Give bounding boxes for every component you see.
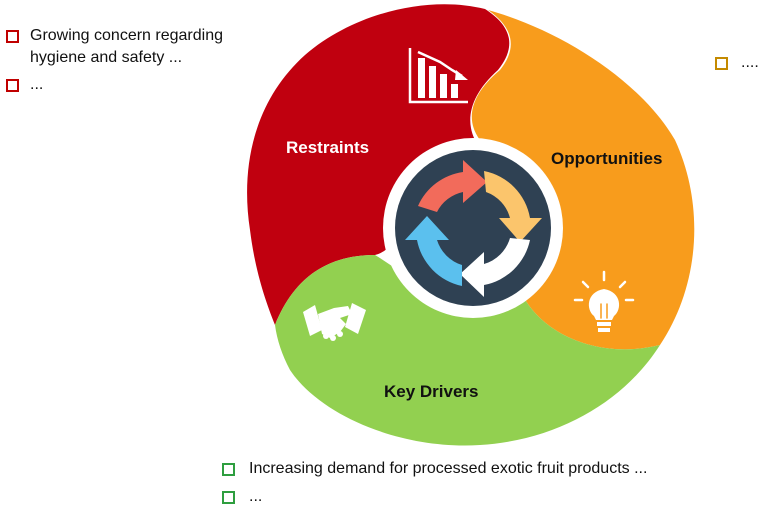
list-item: Increasing demand for processed exotic f… (222, 458, 762, 480)
list-item: ... (6, 74, 256, 96)
restraint-point-text: ... (30, 76, 44, 93)
restraints-label: Restraints (286, 138, 369, 157)
declining-bar-chart-icon (408, 48, 468, 104)
checkbox-bullet-icon (222, 463, 235, 476)
opportunities-label: Opportunities (551, 149, 662, 168)
drivers-bullet-list: Increasing demand for processed exotic f… (222, 458, 762, 514)
opportunity-point-text: .... (741, 54, 759, 71)
checkbox-bullet-icon (6, 30, 19, 43)
cycle-arrows-icon (405, 160, 542, 297)
driver-point-text: Increasing demand for processed exotic f… (249, 460, 648, 477)
drivers-segment (275, 255, 660, 446)
list-item: ... (222, 486, 762, 508)
restraint-point-text: Growing concern regarding hygiene and sa… (30, 27, 223, 66)
list-item: .... (715, 52, 767, 74)
checkbox-bullet-icon (715, 57, 728, 70)
checkbox-bullet-icon (6, 79, 19, 92)
restraints-bullet-list: Growing concern regarding hygiene and sa… (6, 25, 256, 101)
drivers-label: Key Drivers (384, 382, 479, 401)
list-item: Growing concern regarding hygiene and sa… (6, 25, 256, 69)
driver-point-text: ... (249, 488, 263, 505)
checkbox-bullet-icon (222, 491, 235, 504)
handshake-icon (303, 303, 366, 341)
lightbulb-icon (573, 270, 635, 332)
opportunities-bullet-list: .... (715, 52, 767, 79)
opportunities-segment (471, 10, 695, 350)
